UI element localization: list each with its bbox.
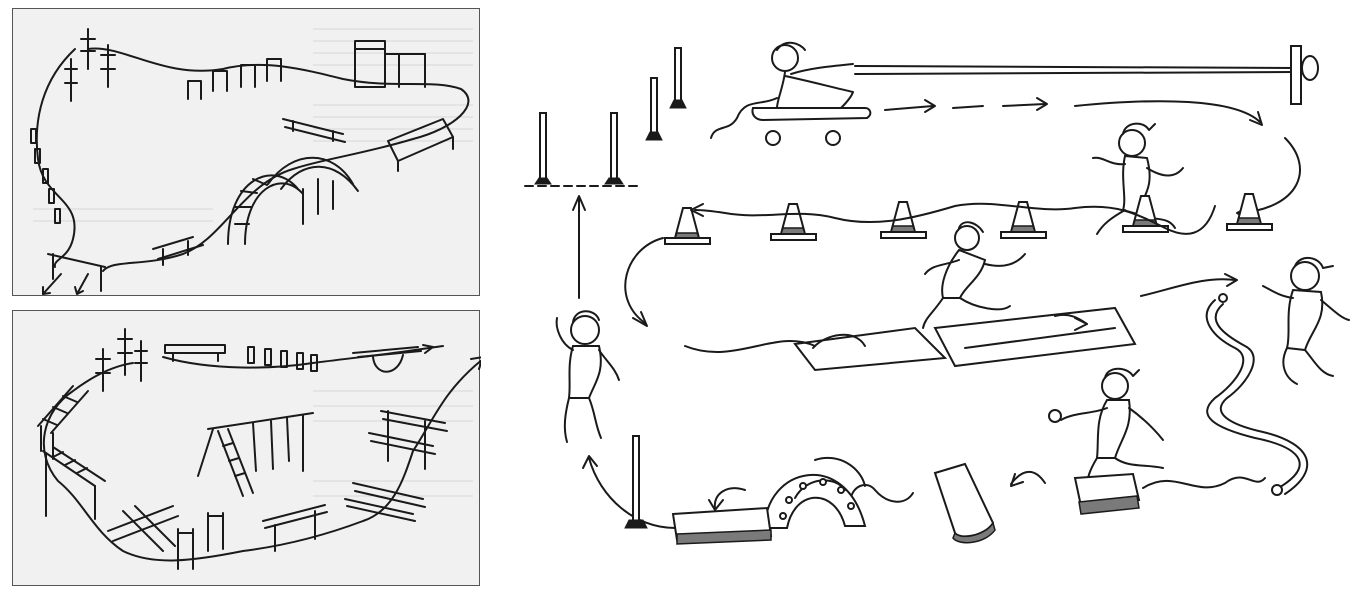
jump-rope-kid: [1141, 258, 1349, 495]
page-bleed-lines: [313, 391, 473, 496]
balance-beam: [283, 119, 345, 142]
ladder-frame: [38, 386, 88, 459]
climbing-kid: [557, 311, 619, 442]
up-arrow: [573, 196, 585, 298]
course-path: [37, 49, 469, 271]
start-poles: [525, 48, 686, 186]
hurdles: [188, 59, 281, 99]
low-bars: [263, 505, 327, 551]
course-path: [44, 346, 481, 560]
parallel-bars: [153, 237, 203, 265]
horizontal-ladder: [43, 447, 105, 519]
course-plan-top-drawing: [13, 9, 481, 297]
exit-arrow: [423, 345, 481, 369]
arch-ladder: [228, 158, 358, 244]
rope-line: [855, 46, 1318, 104]
rope-frame: [198, 413, 313, 496]
step-kid: [1049, 369, 1265, 514]
playground-course-plan-bottom: [12, 310, 480, 586]
horizontal-beam: [165, 345, 225, 361]
cartoon-obstacle-course: [515, 28, 1352, 593]
pullup-frame: [355, 41, 425, 87]
course-plan-bottom-drawing: [13, 311, 481, 587]
climbing-poles: [96, 329, 147, 391]
playground-course-plan-top: [12, 8, 480, 296]
climbing-poles: [65, 29, 115, 101]
curve-down-left: [625, 238, 663, 323]
log-hurdles: [345, 411, 447, 521]
jumping-kid-planks: [685, 222, 1135, 370]
cartoon-course-drawing: [515, 28, 1352, 593]
start-gate: [43, 254, 105, 294]
flow-arrows-top: [885, 98, 1300, 220]
bottom-obstacles: [583, 436, 1045, 544]
skateboard-kid: [711, 43, 870, 145]
